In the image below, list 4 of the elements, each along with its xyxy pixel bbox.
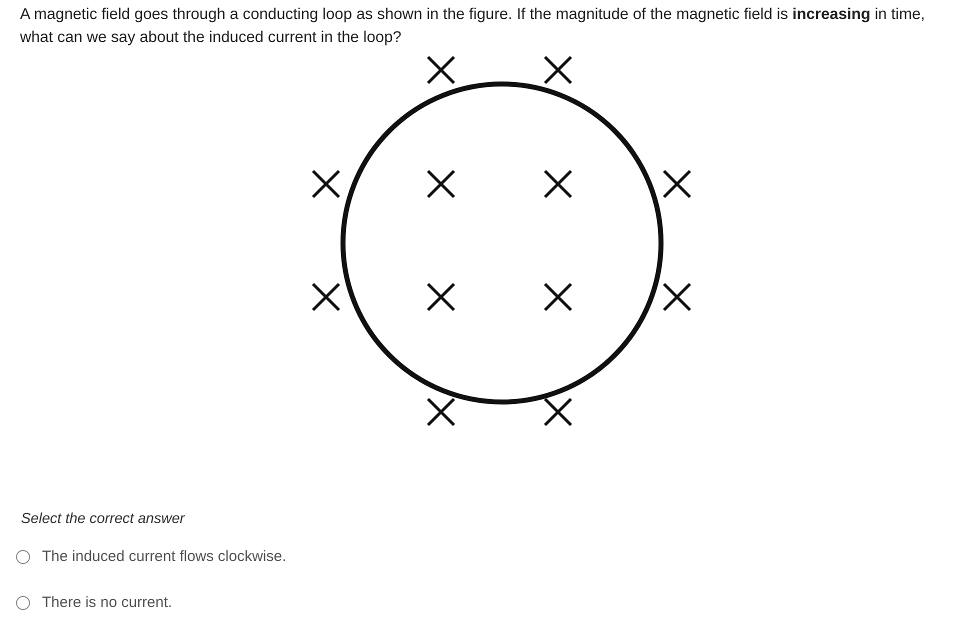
question-text: A magnetic field goes through a conducting loop as shown in the figure. If the magnitude of the magnetic field is increasing in time, what can we say about the induced current in the loop? <box>20 5 926 48</box>
instruction-text: Select the correct answer <box>21 511 185 527</box>
answer-option: The induced current flows clockwise. <box>42 548 286 565</box>
answer-option: There is no current. <box>42 594 172 611</box>
